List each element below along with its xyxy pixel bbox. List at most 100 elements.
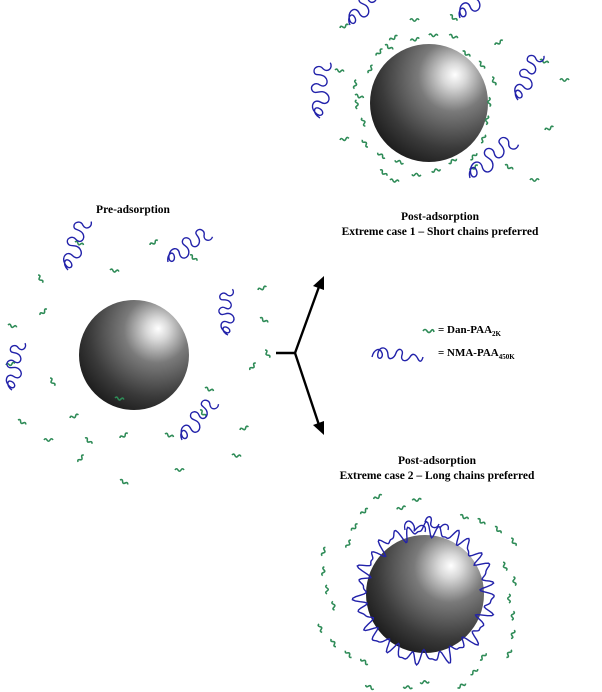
short-chain bbox=[544, 125, 554, 131]
short-chain bbox=[339, 23, 349, 29]
short-chain bbox=[354, 93, 365, 99]
corona-loops bbox=[403, 516, 450, 533]
short-chain bbox=[49, 377, 56, 387]
long-chain bbox=[180, 399, 220, 441]
short-chain bbox=[350, 523, 358, 531]
short-chain bbox=[449, 13, 458, 21]
long-chain bbox=[468, 136, 520, 179]
legend-short-name: Dan-PAA bbox=[447, 324, 493, 336]
sphere-post-case1 bbox=[370, 44, 488, 162]
short-chain bbox=[43, 437, 54, 443]
short-chain bbox=[324, 584, 330, 595]
short-chain bbox=[354, 99, 359, 110]
legend-short-chain-glyph bbox=[422, 328, 435, 334]
arrow-down-head bbox=[313, 421, 324, 435]
long-chain-corona bbox=[351, 516, 495, 666]
short-chain bbox=[109, 268, 120, 273]
short-chain bbox=[174, 467, 185, 473]
legend-long-chain-glyph bbox=[371, 347, 424, 362]
short-chain bbox=[375, 48, 383, 56]
short-chain bbox=[344, 539, 351, 549]
long-chain bbox=[348, 0, 390, 26]
short-chain bbox=[204, 386, 215, 392]
legend-long-sub: 450K bbox=[498, 353, 515, 362]
short-chain bbox=[359, 658, 369, 666]
short-chain bbox=[478, 60, 486, 69]
short-chain bbox=[360, 117, 366, 128]
short-chain bbox=[419, 680, 430, 685]
short-chain bbox=[114, 396, 125, 401]
short-chains-layer bbox=[5, 13, 570, 691]
short-chain bbox=[431, 168, 442, 173]
post-adsorption-case1-label: Post-adsorption Extreme case 1 – Short c… bbox=[310, 210, 570, 240]
long-chains-layer bbox=[5, 0, 545, 441]
short-chain bbox=[510, 610, 516, 621]
short-chain bbox=[376, 152, 386, 160]
legend-long-name: NMA-PAA bbox=[447, 347, 499, 359]
short-chain bbox=[74, 240, 85, 246]
short-chain bbox=[257, 285, 267, 291]
short-chain bbox=[17, 418, 27, 425]
long-chain bbox=[458, 0, 503, 19]
short-chain bbox=[448, 33, 459, 39]
short-chain bbox=[372, 493, 383, 500]
short-chain bbox=[69, 413, 79, 419]
short-chain bbox=[394, 159, 404, 165]
short-chain bbox=[361, 139, 369, 148]
short-chain bbox=[502, 561, 508, 572]
short-chain bbox=[409, 36, 420, 42]
short-chain bbox=[559, 77, 570, 83]
short-chain bbox=[264, 349, 271, 359]
short-chain bbox=[259, 316, 269, 323]
short-chain bbox=[484, 115, 490, 126]
short-chain bbox=[248, 362, 256, 371]
arrow-up-shaft bbox=[293, 283, 322, 354]
short-chain bbox=[7, 323, 18, 329]
short-chain bbox=[487, 96, 492, 108]
short-chain bbox=[506, 593, 512, 604]
short-chain bbox=[334, 68, 345, 73]
short-chain bbox=[409, 17, 420, 23]
post2-case: Extreme case 2 – Long chains preferred bbox=[339, 470, 535, 482]
legend-short-chain: = Dan-PAA2K bbox=[438, 324, 501, 339]
long-chain bbox=[63, 221, 93, 271]
short-chain bbox=[411, 172, 422, 177]
short-chain bbox=[364, 684, 375, 691]
short-chain bbox=[459, 513, 470, 520]
short-chain bbox=[330, 638, 337, 648]
short-chain bbox=[352, 79, 358, 90]
long-chain bbox=[5, 342, 27, 391]
sphere-post-case2 bbox=[366, 535, 484, 653]
short-chain bbox=[512, 575, 517, 587]
long-chain bbox=[310, 62, 332, 119]
short-chain bbox=[164, 432, 175, 438]
short-chain bbox=[396, 505, 407, 511]
long-chain bbox=[218, 288, 235, 336]
short-chain bbox=[339, 136, 350, 142]
short-chain bbox=[511, 537, 518, 547]
short-chain bbox=[477, 517, 486, 525]
short-chain bbox=[494, 525, 502, 534]
legend-short-sub: 2K bbox=[492, 330, 501, 339]
short-chain bbox=[119, 432, 129, 439]
short-chain bbox=[317, 623, 323, 634]
short-chain bbox=[119, 478, 129, 485]
short-chain bbox=[84, 436, 93, 444]
short-chain bbox=[388, 34, 398, 41]
post2-title: Post-adsorption bbox=[398, 455, 476, 467]
short-chain bbox=[470, 668, 479, 676]
short-chain bbox=[331, 600, 336, 611]
short-chain bbox=[479, 653, 488, 661]
post1-case: Extreme case 1 – Short chains preferred bbox=[341, 226, 539, 238]
short-chain bbox=[491, 76, 497, 86]
arrow-down-shaft bbox=[293, 352, 322, 429]
long-chain bbox=[514, 54, 545, 101]
short-chain bbox=[402, 685, 413, 690]
short-chain bbox=[470, 152, 478, 161]
short-chain bbox=[189, 253, 198, 261]
short-chain bbox=[494, 39, 504, 46]
short-chain bbox=[411, 497, 422, 503]
short-chain bbox=[344, 650, 352, 659]
short-chain bbox=[239, 425, 249, 431]
